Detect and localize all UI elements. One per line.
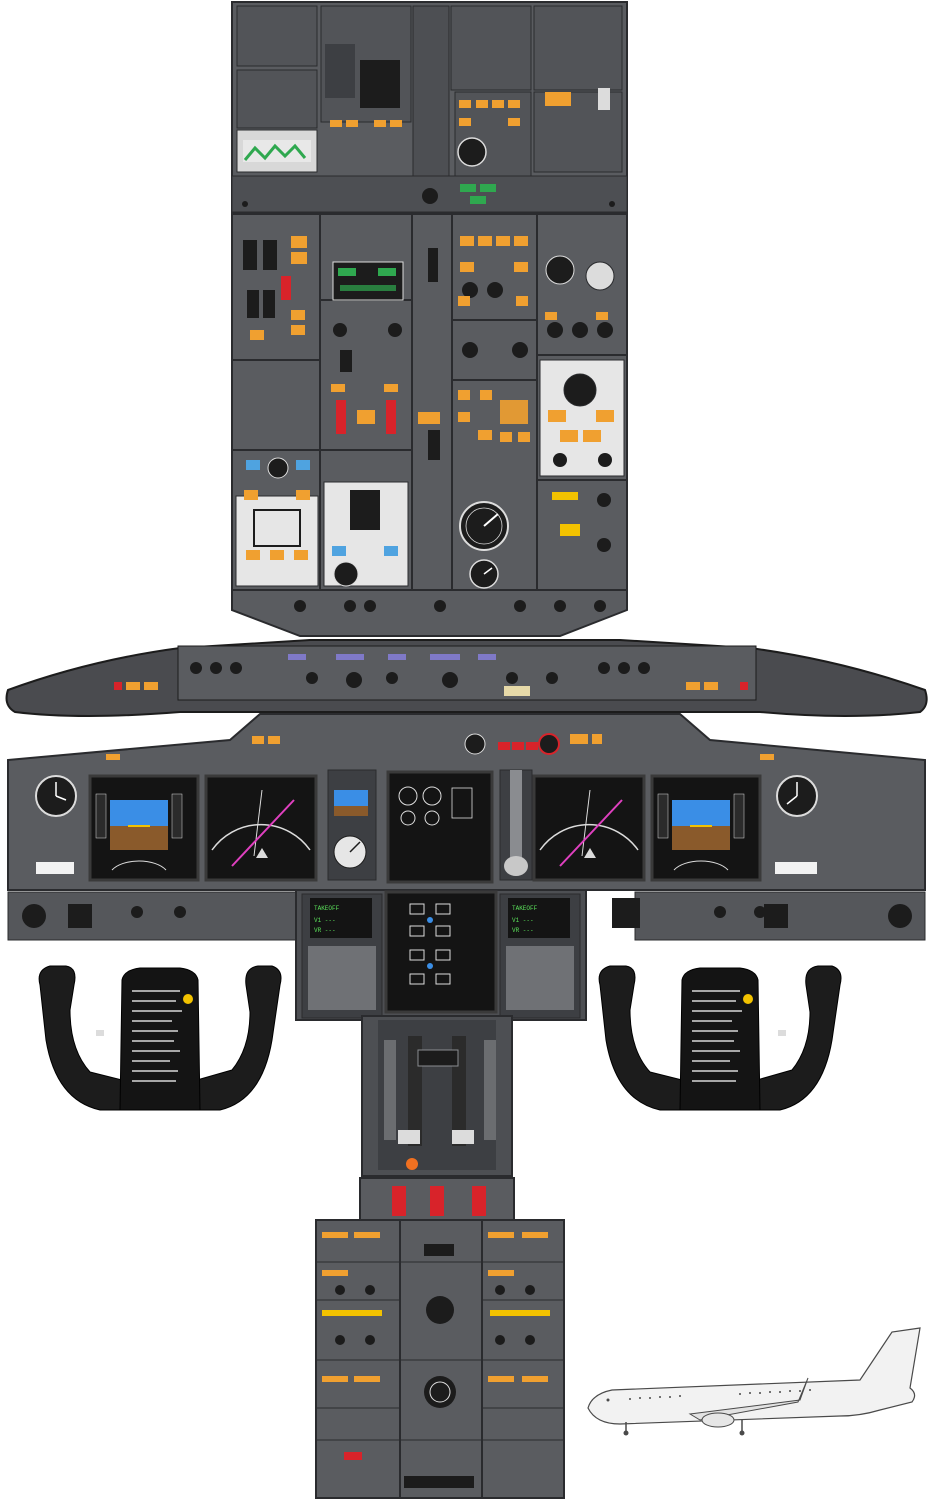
- captain-yoke: [38, 965, 282, 1111]
- svg-text:VR ---: VR ---: [512, 927, 534, 934]
- first-officer-nd: [532, 774, 646, 882]
- upper-display-unit: [386, 770, 494, 884]
- overhead-forward-panel: [231, 213, 628, 637]
- altimeter-dial: [459, 501, 509, 589]
- svg-text:TAKEOFF: TAKEOFF: [512, 905, 538, 912]
- air-conditioning-panel: [539, 255, 625, 552]
- overhead-aft-panel: [231, 1, 628, 213]
- clock-icon: [35, 775, 818, 817]
- fuel-panel: [331, 261, 404, 434]
- lights-row: [243, 140, 311, 162]
- center-console: TAKEOFF V1 --- VR --- TAKEOFF V1 --- VR …: [295, 889, 587, 1021]
- captain-nd: [204, 774, 318, 882]
- svg-text:VR ---: VR ---: [314, 927, 336, 934]
- electrical-panel: [418, 236, 530, 460]
- glareshield: [5, 639, 928, 717]
- first-officer-pfd: [650, 774, 762, 882]
- engine-start-panel: [235, 457, 409, 587]
- fire-handle-icon: [392, 1186, 486, 1216]
- flight-controls-panel: [243, 236, 307, 340]
- lower-display-unit: [384, 890, 498, 1014]
- svg-text:V1 ---: V1 ---: [512, 917, 534, 924]
- lighting-switch-row: [294, 600, 606, 612]
- airplane-icon: [587, 1327, 921, 1436]
- svg-text:TAKEOFF: TAKEOFF: [314, 905, 340, 912]
- aft-pedestal: [315, 1177, 565, 1499]
- standby-attitude-icon: [327, 769, 377, 881]
- main-instrument-panel: [7, 713, 926, 941]
- throttle-quadrant: [361, 1015, 513, 1177]
- svg-text:V1 ---: V1 ---: [314, 917, 336, 924]
- first-officer-yoke: [598, 965, 842, 1111]
- gear-lever-icon: [499, 769, 533, 881]
- captain-pfd: [88, 774, 200, 882]
